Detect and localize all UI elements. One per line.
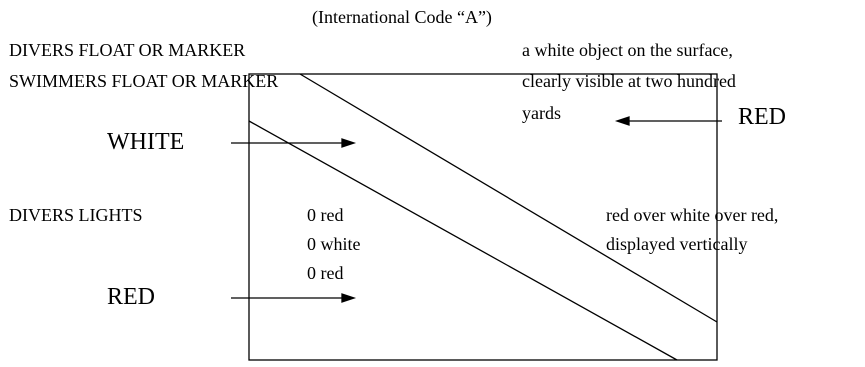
international-code-label: (International Code “A”) xyxy=(312,7,492,27)
float-description-line2: clearly visible at two hundred xyxy=(522,71,736,91)
light-item-3: 0 red xyxy=(307,263,344,283)
lights-description-line1: red over white over red, xyxy=(606,205,779,225)
divers-float-label: DIVERS FLOAT OR MARKER xyxy=(9,40,246,60)
float-description-line3: yards xyxy=(522,103,561,123)
float-description-line1: a white object on the surface, xyxy=(522,40,733,60)
arrow-white-head xyxy=(341,138,357,148)
red-lower-callout-label: RED xyxy=(107,284,155,310)
arrow-red-lower-head xyxy=(341,293,357,303)
red-upper-callout-label: RED xyxy=(738,104,786,130)
arrow-red-upper-head xyxy=(614,116,630,126)
divers-lights-label: DIVERS LIGHTS xyxy=(9,205,143,225)
lights-description-line2: displayed vertically xyxy=(606,234,748,254)
light-item-2: 0 white xyxy=(307,234,361,254)
stripe-upper-edge xyxy=(299,73,718,323)
white-callout-label: WHITE xyxy=(107,129,185,155)
light-item-1: 0 red xyxy=(307,205,344,225)
flag-outline xyxy=(248,73,718,361)
stripe-lower-edge xyxy=(248,120,678,361)
swimmers-float-label: SWIMMERS FLOAT OR MARKER xyxy=(9,71,279,91)
